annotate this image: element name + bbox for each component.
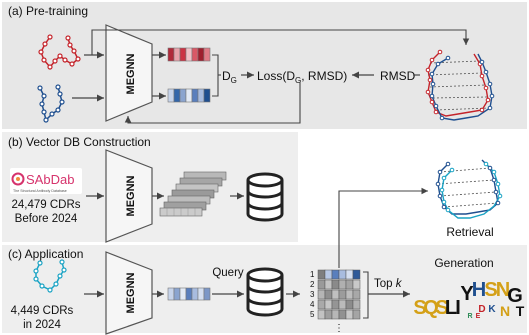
- sabdab-logo: SAbDab The Structural Antibody Database: [10, 168, 82, 194]
- logo-letter: K: [488, 304, 496, 315]
- rank-number: 4: [310, 300, 315, 309]
- arrow-top1-to-retrieval: [338, 187, 428, 268]
- db-count-line1: 24,479 CDRs: [11, 199, 80, 211]
- query-embedding-vector: [167, 287, 211, 301]
- logo-letter: S: [484, 279, 497, 301]
- logo-letter: Y: [460, 283, 474, 305]
- logo-letter: R: [467, 313, 472, 320]
- ranked-results-grid: 1 2 3 4 5 ⋮: [310, 269, 361, 334]
- svg-text:The Structural Antibody Databa: The Structural Antibody Database: [13, 189, 67, 193]
- logo-letter: N: [500, 303, 510, 319]
- database-icon: [246, 172, 284, 222]
- rank-number: 1: [310, 270, 315, 279]
- aligned-structures: [425, 49, 495, 121]
- logo-letter: I: [455, 297, 461, 319]
- results-ellipsis: ⋮: [334, 323, 344, 334]
- db-count-line2: Before 2024: [15, 213, 78, 225]
- logo-letter: S: [413, 297, 426, 319]
- generation-label: Generation: [434, 256, 493, 270]
- svg-text:MEGNN: MEGNN: [125, 175, 137, 216]
- logo-letter: Q: [423, 297, 439, 319]
- logo-letter: S: [435, 297, 448, 319]
- query-count-line2: in 2024: [23, 319, 61, 331]
- blue-embedding-vector: [167, 88, 211, 103]
- blue-cdr-structure: [37, 84, 65, 123]
- logo-letter: T: [516, 303, 525, 319]
- logo-letter: D: [478, 304, 485, 315]
- query-label: Query: [212, 267, 244, 279]
- rank-number: 3: [310, 290, 315, 299]
- query-cdr-structure: [33, 259, 67, 293]
- retrieved-structure: [435, 159, 503, 219]
- rmsd-label: RMSD: [380, 69, 416, 83]
- arrow-loss-feedback: [124, 82, 301, 124]
- panel-a-title: (a) Pre-training: [8, 4, 88, 18]
- retrieval-label: Retrieval: [446, 225, 493, 239]
- panel-a-background: [2, 2, 527, 129]
- logo-letter: N: [496, 279, 510, 301]
- panel-c-title: (c) Application: [8, 247, 83, 261]
- query-count-line1: 4,449 CDRs: [11, 305, 74, 317]
- sequence-logo: S Q S L I Y H S N G N T D K R E: [413, 279, 524, 320]
- red-cdr-structure: [38, 34, 81, 70]
- svg-text:SAbDab: SAbDab: [26, 172, 74, 187]
- megnn-encoder-b: MEGNN: [105, 149, 153, 243]
- megnn-encoder-c: MEGNN: [105, 251, 153, 335]
- arrow-structures-to-alignment: [91, 29, 470, 55]
- rank-number: 2: [310, 280, 315, 289]
- sabdab-icon: [11, 172, 25, 186]
- svg-text:MEGNN: MEGNN: [125, 272, 137, 313]
- logo-letter: H: [472, 279, 486, 301]
- loss-label: Loss(DG, RMSD): [257, 69, 347, 85]
- megnn-encoder-a: MEGNN: [105, 24, 153, 122]
- logo-letter: E: [476, 313, 481, 320]
- query-database-icon: [246, 267, 284, 317]
- svg-text:MEGNN: MEGNN: [125, 53, 137, 94]
- logo-letter: G: [507, 285, 523, 307]
- topk-label: Top k: [374, 278, 403, 290]
- distance-label: DG: [222, 69, 237, 85]
- panel-b-title: (b) Vector DB Construction: [8, 135, 151, 149]
- rank-number: 5: [310, 310, 315, 319]
- topk-bracket: [363, 271, 369, 319]
- red-embedding-vector: [167, 47, 211, 62]
- embedding-stack: [159, 171, 227, 217]
- logo-letter: L: [445, 297, 457, 319]
